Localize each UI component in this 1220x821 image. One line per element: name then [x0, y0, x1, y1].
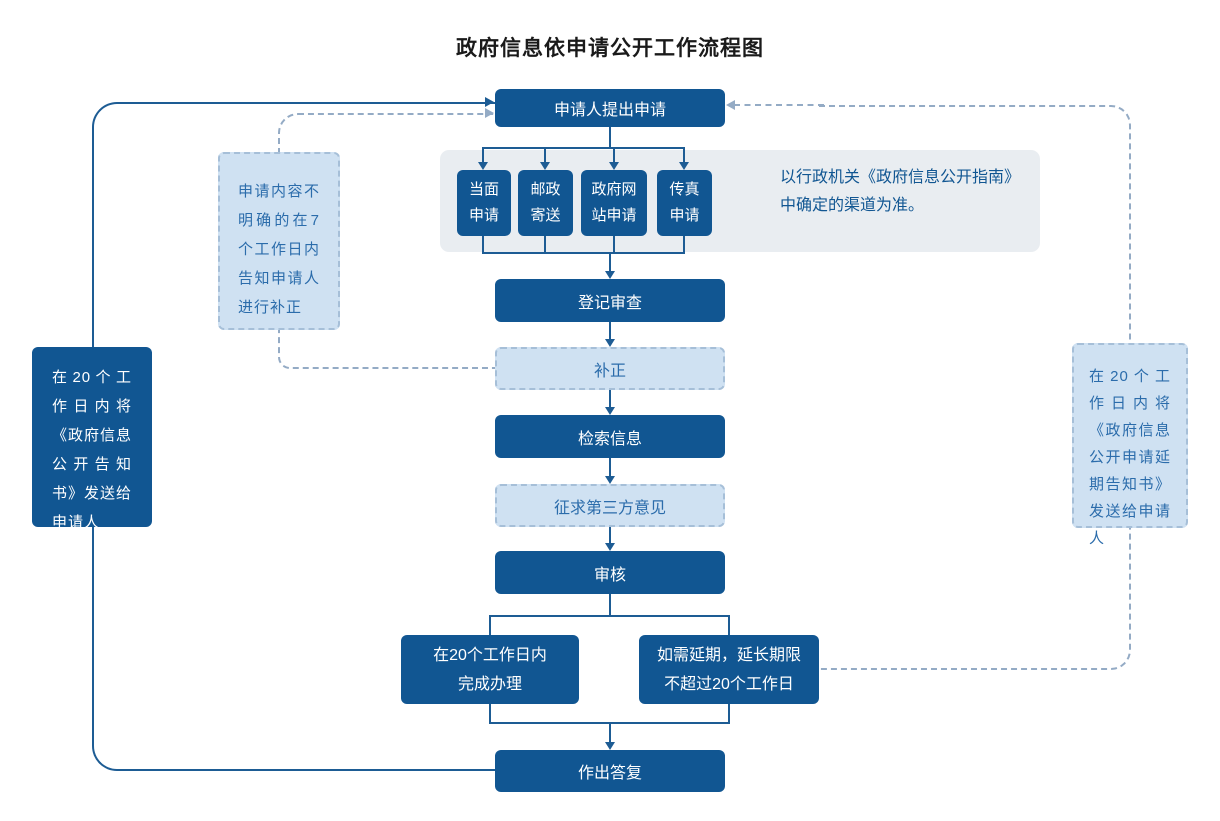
reply-arrowhead-icon [605, 742, 615, 750]
right-dashed-arrowhead-icon [726, 100, 735, 110]
channels-note: 以行政机关《政府信息公开指南》 中确定的渠道为准。 [780, 169, 1021, 214]
node-channel-website: 政府网 站申请 [581, 170, 647, 236]
channel4-drop-line [683, 147, 685, 164]
extend-drop-line [728, 615, 730, 635]
channel3-arrowhead-icon [609, 162, 619, 170]
thirdparty-to-review-line [609, 527, 611, 544]
node-complete-in-20-days: 在20个工作日内 完成办理 [401, 635, 579, 704]
extend-merge-stub-line [728, 704, 730, 724]
complete-merge-stub-line [489, 704, 491, 724]
review-arrowhead-icon [605, 543, 615, 551]
node-channel-in-person: 当面 申请 [457, 170, 511, 236]
channel1-merge-stub-line [482, 236, 484, 254]
apply-bottom-stub-line [609, 127, 611, 148]
register-arrowhead-icon [605, 271, 615, 279]
page-title: 政府信息依申请公开工作流程图 [456, 37, 764, 60]
node-search: 检索信息 [495, 415, 725, 458]
node-review: 审核 [495, 551, 725, 594]
node-channel-postal: 邮政 寄送 [518, 170, 573, 236]
channel2-arrowhead-icon [540, 162, 550, 170]
supplement-to-search-line [609, 390, 611, 408]
right-dashed-top-segment-line [734, 104, 824, 106]
node-reply: 作出答复 [495, 750, 725, 792]
register-to-supplement-line [609, 322, 611, 340]
channel3-drop-line [613, 147, 615, 164]
timing-split-line [489, 615, 730, 617]
channels-branch-line [483, 147, 685, 149]
search-to-thirdparty-line [609, 458, 611, 477]
left-dashed-arrowhead-icon [485, 108, 494, 118]
node-channel-fax: 传真 申请 [657, 170, 712, 236]
thirdparty-arrowhead-icon [605, 476, 615, 484]
merge-to-reply-line [609, 722, 611, 742]
supplement-arrowhead-icon [605, 339, 615, 347]
review-bottom-stub-line [609, 594, 611, 617]
channel2-merge-stub-line [544, 236, 546, 254]
search-arrowhead-icon [605, 407, 615, 415]
node-third-party: 征求第三方意见 [495, 484, 725, 527]
channel3-merge-stub-line [613, 236, 615, 254]
channel4-merge-stub-line [683, 236, 685, 254]
complete-drop-line [489, 615, 491, 635]
solid-loop-arrowhead-icon [485, 97, 494, 107]
node-apply: 申请人提出申请 [495, 89, 725, 127]
annotation-unclear-content-supplement: 申请内容不明确的在7个工作日内告知申请人进行补正 [218, 152, 340, 330]
annotation-send-extension-notice: 在20个工作日内将《政府信息公开申请延期告知书》 发送给申请人 [1072, 343, 1188, 547]
node-register: 登记审查 [495, 279, 725, 322]
channels-merge-line [483, 252, 685, 254]
merge-to-register-line [609, 252, 611, 272]
channel4-arrowhead-icon [679, 162, 689, 170]
channel1-arrowhead-icon [478, 162, 488, 170]
channel2-drop-line [544, 147, 546, 164]
node-supplement: 补正 [495, 347, 725, 390]
node-extend-deadline: 如需延期，延长期限 不超过20个工作日 [639, 635, 819, 704]
channel1-drop-line [482, 147, 484, 164]
annotation-send-disclosure-notice: 在20个工作日内将《政府信息公开告知书》发送给申请人 [32, 347, 152, 531]
